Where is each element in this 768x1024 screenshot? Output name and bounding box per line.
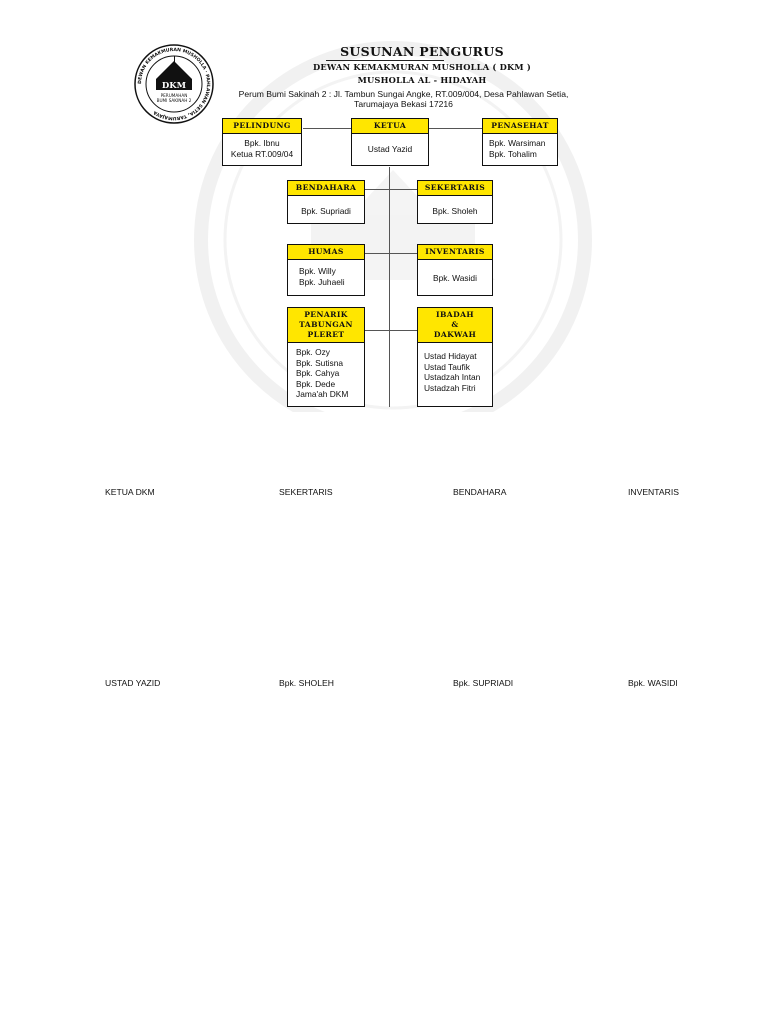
title-underline — [326, 60, 444, 61]
member: Ustad Taufik — [424, 361, 470, 372]
connector-row3 — [365, 330, 417, 331]
member: Bpk. Tohalim — [489, 148, 537, 159]
subtitle-musholla: MUSHOLLA AL - HIDAYAH — [357, 75, 487, 85]
member: Bpk. Ibnu — [244, 138, 280, 148]
address-line-1: Perum Bumi Sakinah 2 : Jl. Tambun Sungai… — [238, 89, 569, 99]
member: Ustad Yazid — [367, 144, 413, 154]
signature-name-bendahara: Bpk. SUPRIADI — [453, 678, 514, 688]
member: Ustadzah Fitri — [424, 382, 476, 393]
signature-role-sekertaris: SEKERTARIS — [279, 487, 333, 497]
signature-role-inventaris: INVENTARIS — [628, 487, 679, 497]
connector-row1 — [365, 189, 417, 190]
box-title: KETUA — [352, 119, 428, 134]
member: Bpk. Supriadi — [301, 206, 351, 216]
box-humas: HUMAS Bpk. Willy Bpk. Juhaeli — [287, 244, 365, 296]
box-title: PELINDUNG — [223, 119, 301, 134]
svg-text:DKM: DKM — [162, 81, 187, 91]
org-chart-image: DEWAN KEMAKMURAN MUSHOLLA · PAHLAWAN SET… — [121, 40, 655, 412]
box-penarik-tabungan: PENARIK TABUNGAN PLERET Bpk. Ozy Bpk. Su… — [287, 307, 365, 407]
box-title: PENARIK TABUNGAN PLERET — [288, 308, 364, 343]
connector-trunk — [389, 167, 390, 407]
box-pelindung: PELINDUNG Bpk. Ibnu Ketua RT.009/04 — [222, 118, 302, 166]
member: Ketua RT.009/04 — [230, 148, 294, 159]
connector-row2 — [365, 253, 417, 254]
box-title: HUMAS — [288, 245, 364, 260]
member: Bpk. Sholeh — [432, 206, 478, 216]
box-bendahara: BENDAHARA Bpk. Supriadi — [287, 180, 365, 224]
box-penasehat: PENASEHAT Bpk. Warsiman Bpk. Tohalim — [482, 118, 558, 166]
signature-name-inventaris: Bpk. WASIDI — [628, 678, 678, 688]
member: Jama'ah DKM — [296, 389, 349, 400]
page-title: SUSUNAN PENGURUS — [340, 44, 504, 59]
member: Bpk. Willy — [299, 266, 336, 276]
box-title: BENDAHARA — [288, 181, 364, 196]
svg-text:BUMI SAKINAH 2: BUMI SAKINAH 2 — [157, 98, 192, 103]
member: Bpk. Ozy — [296, 347, 330, 357]
box-title: PENASEHAT — [483, 119, 557, 134]
signature-name-ketua: USTAD YAZID — [105, 678, 161, 688]
address-line-2: Tarumajaya Bekasi 17216 — [354, 99, 453, 109]
member: Ustadzah Intan — [424, 372, 481, 383]
svg-text:PERUMAHAN: PERUMAHAN — [161, 93, 188, 98]
box-ibadah-dakwah: IBADAH & DAKWAH Ustad Hidayat Ustad Tauf… — [417, 307, 493, 407]
member: Ustad Hidayat — [424, 351, 477, 361]
member: Bpk. Cahya — [296, 368, 340, 379]
member: Bpk. Wasidi — [433, 273, 477, 283]
box-inventaris: INVENTARIS Bpk. Wasidi — [417, 244, 493, 296]
subtitle-dkm: DEWAN KEMAKMURAN MUSHOLLA ( DKM ) — [312, 62, 532, 72]
box-ketua: KETUA Ustad Yazid — [351, 118, 429, 166]
signature-role-ketua: KETUA DKM — [105, 487, 155, 497]
box-title: SEKERTARIS — [418, 181, 492, 196]
signature-role-bendahara: BENDAHARA — [453, 487, 507, 497]
signature-name-sekertaris: Bpk. SHOLEH — [279, 678, 334, 688]
box-title: IBADAH & DAKWAH — [418, 308, 492, 343]
dkm-logo: DEWAN KEMAKMURAN MUSHOLLA · PAHLAWAN SET… — [134, 44, 214, 124]
member: Bpk. Warsiman — [489, 138, 546, 148]
member: Bpk. Juhaeli — [299, 276, 345, 287]
member: Bpk. Sutisna — [296, 357, 344, 368]
box-title: INVENTARIS — [418, 245, 492, 260]
box-sekertaris: SEKERTARIS Bpk. Sholeh — [417, 180, 493, 224]
member: Bpk. Dede — [296, 378, 336, 389]
